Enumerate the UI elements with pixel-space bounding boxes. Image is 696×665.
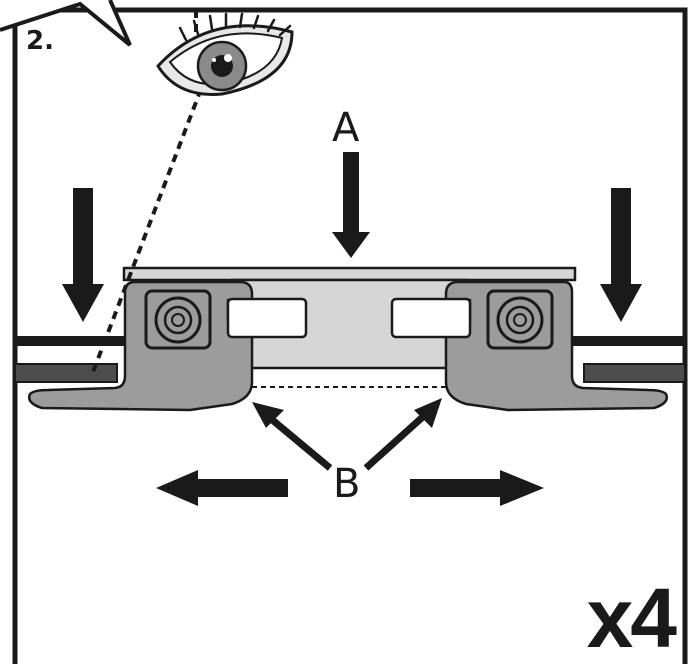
eye-icon (156, 12, 294, 96)
rail-left (14, 336, 127, 383)
callout-a: A (332, 105, 360, 151)
arrow-down-center (332, 152, 370, 258)
bracket-left (28, 280, 308, 412)
callout-b: B (333, 461, 361, 507)
arrow-right (410, 470, 544, 506)
bracket-right (390, 280, 668, 412)
arrow-left (156, 470, 288, 506)
arrow-down-left (62, 188, 104, 322)
multiplier: x4 (586, 571, 677, 665)
callout-bubble (0, 0, 132, 47)
rail-right (572, 336, 686, 383)
arrow-diagonal-left (252, 402, 333, 471)
arrow-down-right (600, 188, 642, 322)
arrow-diagonal-right (363, 398, 442, 471)
step-number: 2. (26, 26, 54, 56)
center-plate (122, 266, 577, 388)
